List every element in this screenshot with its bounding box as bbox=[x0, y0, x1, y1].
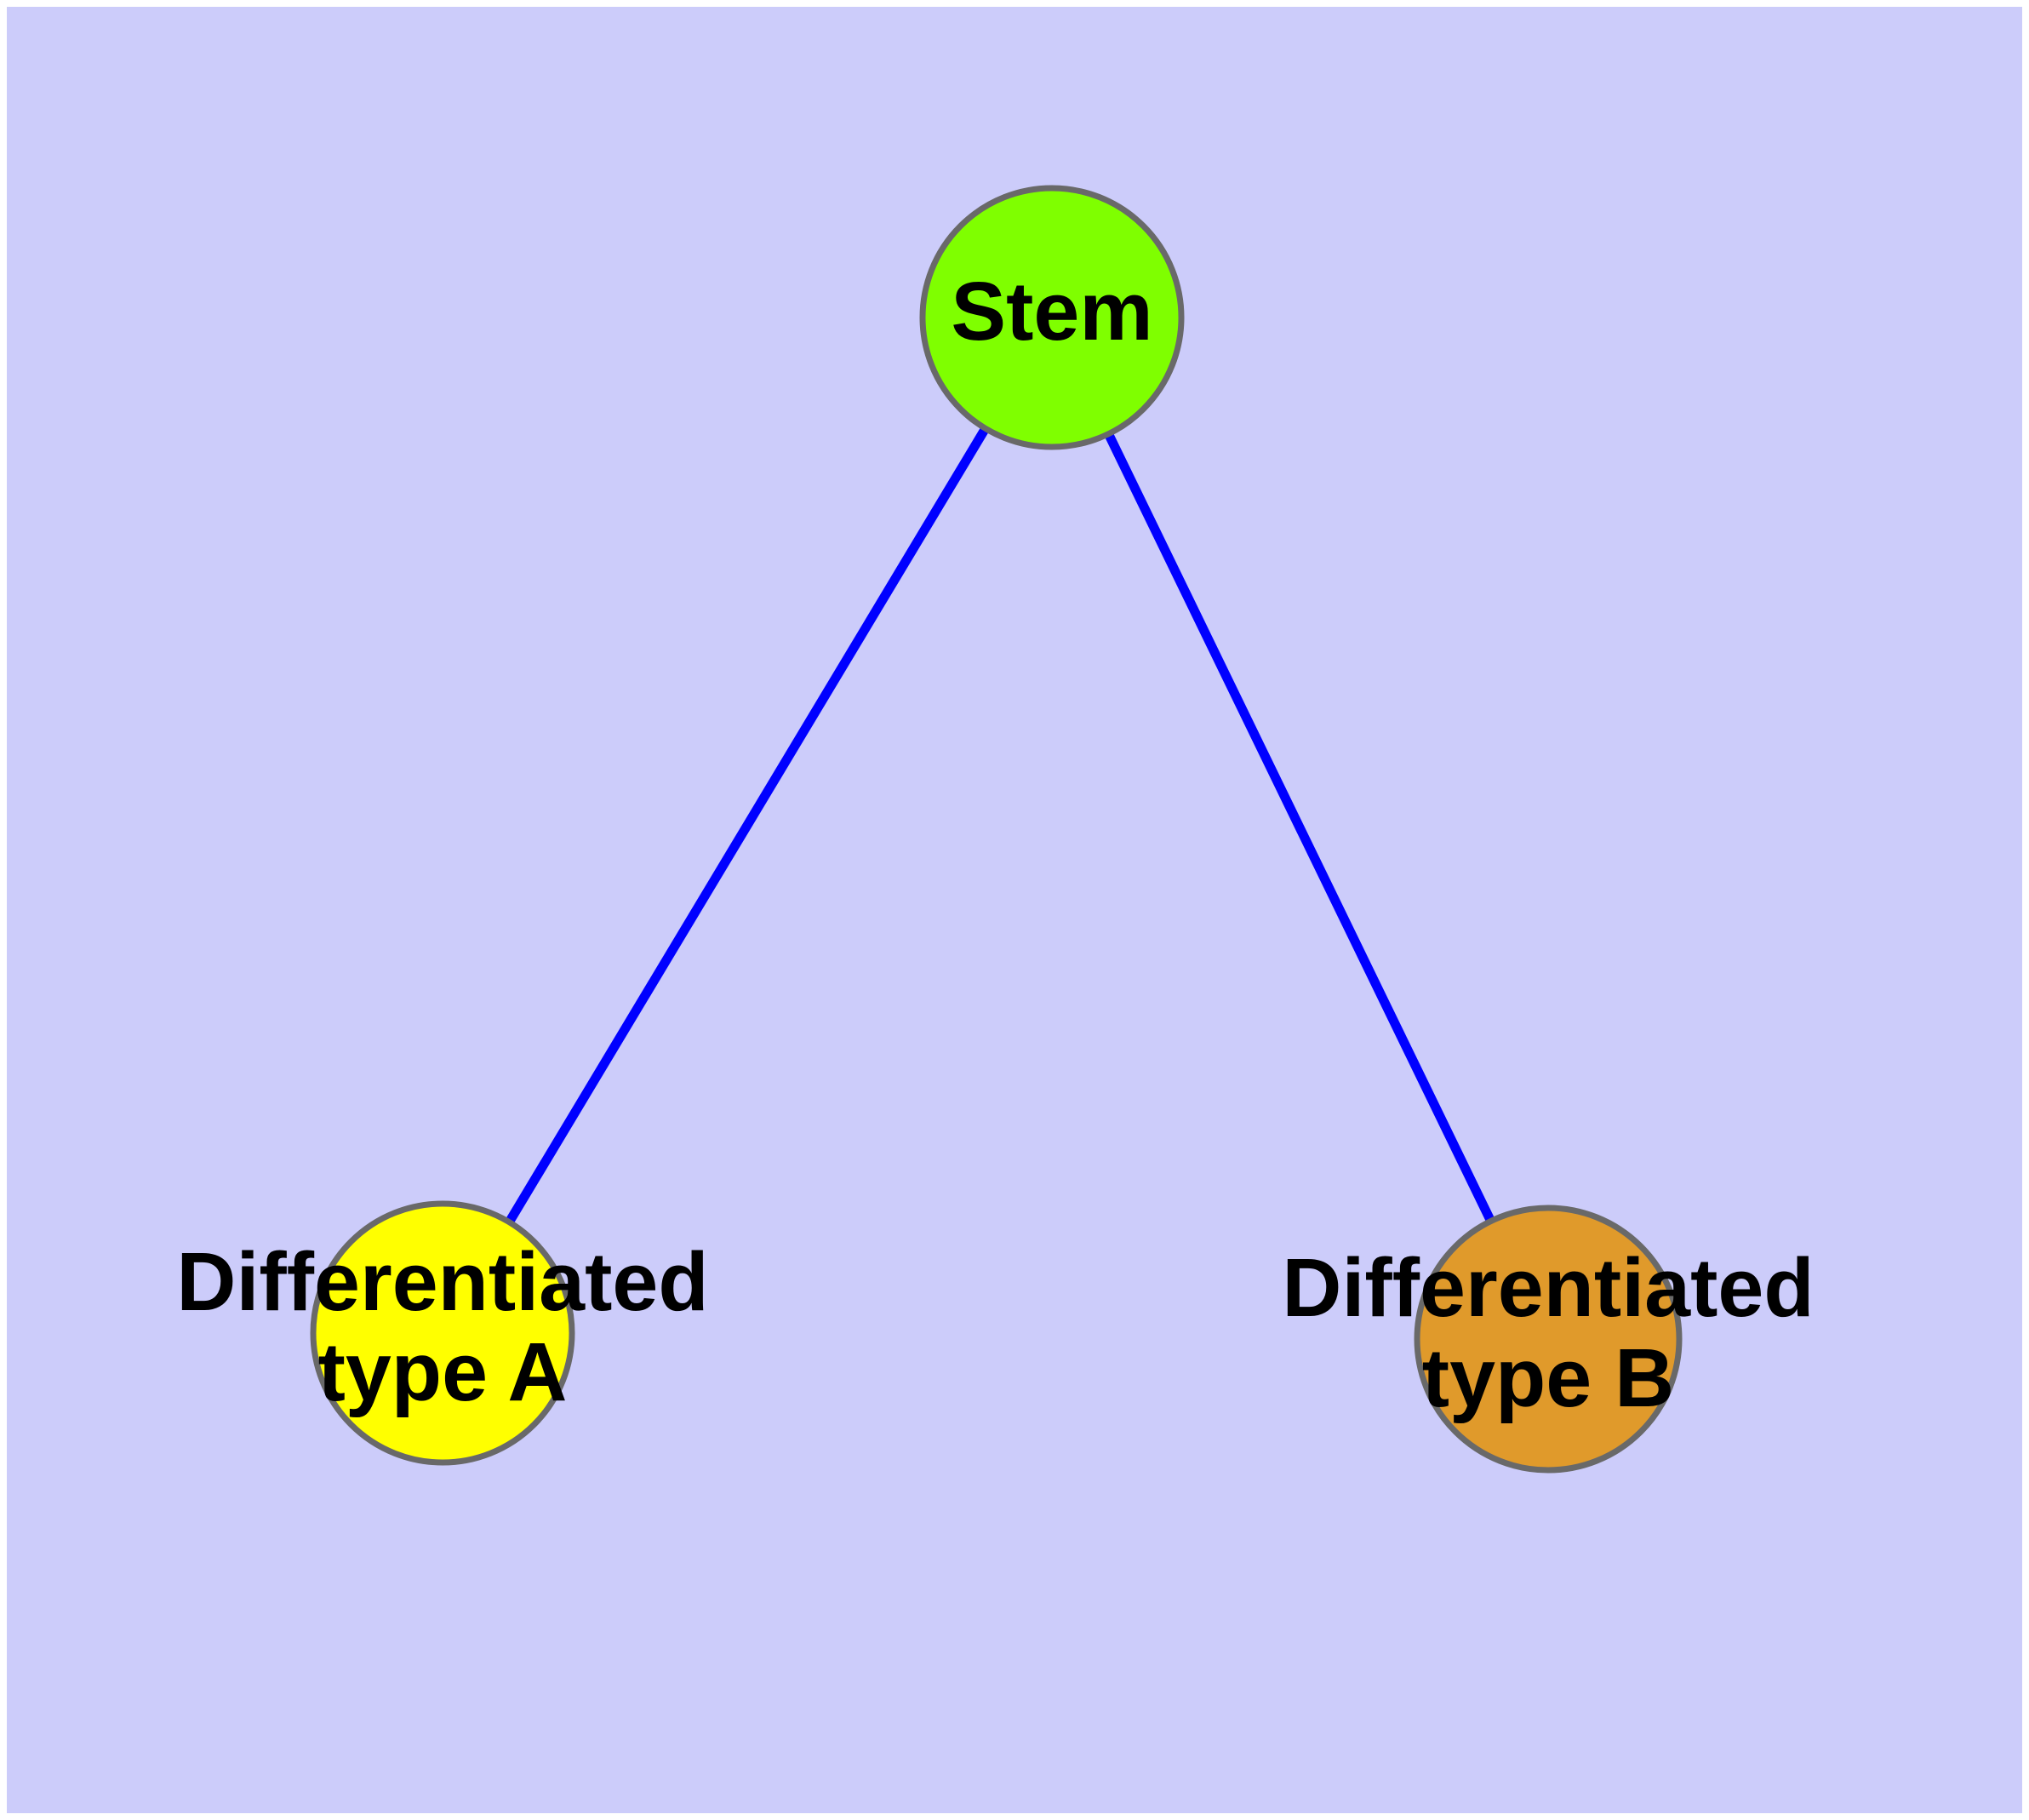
node-label-line: type A bbox=[318, 1325, 568, 1418]
graph-node-label-stem: Stem bbox=[951, 265, 1152, 358]
node-label-line: type B bbox=[1422, 1331, 1674, 1424]
graph-edge-stem-to-a bbox=[438, 315, 1056, 1336]
edges-layer bbox=[438, 315, 1552, 1342]
graph-edge-stem-to-b bbox=[1048, 315, 1552, 1342]
node-label-line: Stem bbox=[951, 265, 1152, 358]
graph-node-diff_a[interactable] bbox=[310, 1200, 575, 1466]
node-label-line: Differentiated bbox=[1282, 1241, 1814, 1334]
nodes-layer bbox=[310, 185, 1683, 1474]
graph-node-stem[interactable] bbox=[919, 185, 1185, 450]
node-label-line: Differentiated bbox=[176, 1235, 708, 1328]
graph-node-diff_b[interactable] bbox=[1414, 1205, 1683, 1474]
